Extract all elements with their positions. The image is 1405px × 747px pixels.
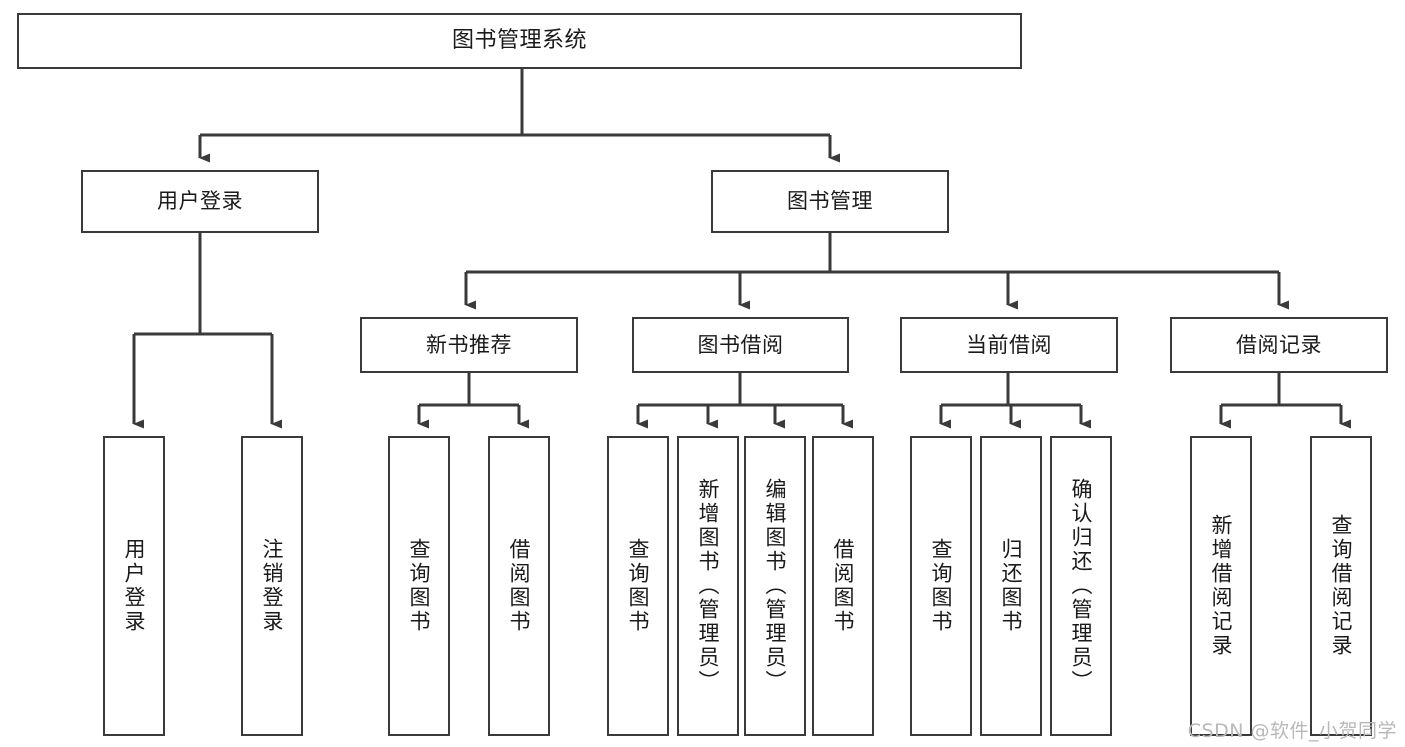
node-leaf-10-label: 确认归还（管理员）: [1069, 478, 1094, 694]
node-leaf-9-label: 归还图书: [999, 538, 1024, 634]
node-level2-1-label: 图书管理: [787, 189, 873, 214]
node-root[interactable]: 图书管理系统: [17, 13, 1022, 69]
watermark-text: CSDN @软件_小贺同学: [1187, 720, 1397, 742]
node-leaf-3[interactable]: 借阅图书: [488, 436, 550, 736]
node-level3-0-label: 新书推荐: [426, 332, 512, 357]
node-leaf-0[interactable]: 用户登录: [103, 436, 165, 736]
node-leaf-5[interactable]: 新增图书（管理员）: [677, 436, 739, 736]
node-leaf-4-label: 查询图书: [626, 538, 651, 634]
node-leaf-10[interactable]: 确认归还（管理员）: [1050, 436, 1112, 736]
node-leaf-2-label: 查询图书: [407, 538, 432, 634]
node-leaf-8[interactable]: 查询图书: [910, 436, 972, 736]
node-level3-3[interactable]: 借阅记录: [1170, 317, 1388, 373]
node-level2-0-label: 用户登录: [157, 189, 243, 214]
node-leaf-7-label: 借阅图书: [831, 538, 856, 634]
node-leaf-7[interactable]: 借阅图书: [812, 436, 874, 736]
node-level2-1[interactable]: 图书管理: [711, 170, 949, 233]
node-level3-1-label: 图书借阅: [697, 332, 784, 357]
node-leaf-6[interactable]: 编辑图书（管理员）: [744, 436, 806, 736]
node-leaf-1[interactable]: 注销登录: [241, 436, 303, 736]
node-level3-2-label: 当前借阅: [966, 332, 1052, 357]
node-level3-3-label: 借阅记录: [1236, 332, 1322, 357]
node-leaf-2[interactable]: 查询图书: [388, 436, 450, 736]
node-leaf-6-label: 编辑图书（管理员）: [763, 478, 788, 694]
node-leaf-4[interactable]: 查询图书: [607, 436, 669, 736]
node-leaf-9[interactable]: 归还图书: [980, 436, 1042, 736]
node-leaf-12[interactable]: 查询借阅记录: [1310, 436, 1372, 736]
node-leaf-1-label: 注销登录: [260, 538, 285, 634]
node-leaf-11[interactable]: 新增借阅记录: [1190, 436, 1252, 736]
node-leaf-3-label: 借阅图书: [507, 538, 532, 634]
node-level3-1[interactable]: 图书借阅: [632, 317, 849, 373]
node-leaf-5-label: 新增图书（管理员）: [696, 478, 721, 694]
node-leaf-0-label: 用户登录: [122, 538, 147, 634]
node-level3-0[interactable]: 新书推荐: [360, 317, 578, 373]
node-leaf-8-label: 查询图书: [929, 538, 954, 634]
node-leaf-11-label: 新增借阅记录: [1209, 514, 1234, 658]
node-root-label: 图书管理系统: [451, 28, 587, 54]
node-level3-2[interactable]: 当前借阅: [900, 317, 1118, 373]
node-leaf-12-label: 查询借阅记录: [1329, 514, 1354, 658]
node-level2-0[interactable]: 用户登录: [81, 170, 319, 233]
